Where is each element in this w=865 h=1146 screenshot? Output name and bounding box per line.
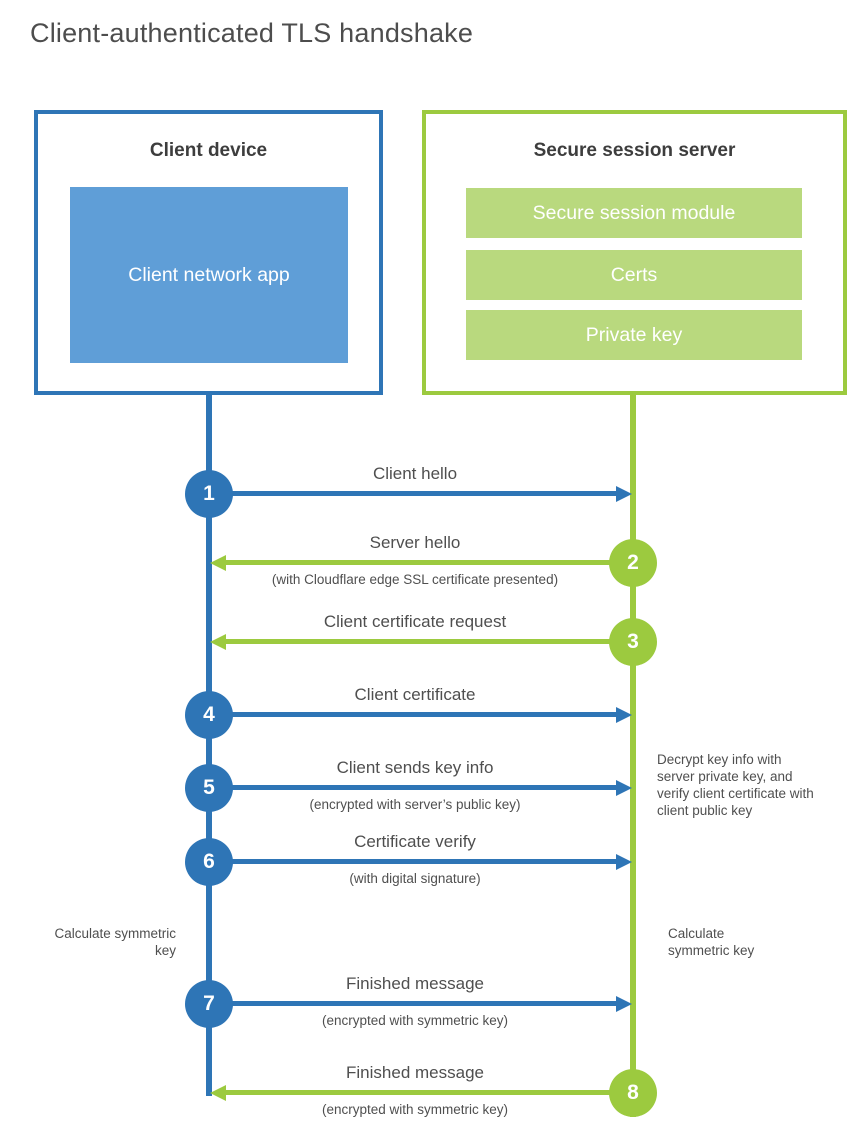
step-6-label: Certificate verify <box>354 832 476 851</box>
client-device-title: Client device <box>149 140 268 161</box>
step-7-arrowhead-icon <box>616 996 632 1012</box>
step-4-label: Client certificate <box>354 685 476 704</box>
step-7-label: Finished message <box>346 974 484 993</box>
step-1-arrowhead-icon <box>616 486 632 502</box>
step-3-circle: 3 <box>609 618 657 666</box>
client-network-app-label: Client network app <box>128 264 290 286</box>
client-lifeline <box>206 394 212 1096</box>
step-3-arrowhead-icon <box>210 634 226 650</box>
step-8-circle: 8 <box>609 1069 657 1117</box>
step-6-arrowhead-icon <box>616 854 632 870</box>
step-6-arrow <box>209 859 616 864</box>
step-8-arrow <box>226 1090 633 1095</box>
step-6-sublabel: (with digital signature) <box>349 871 481 886</box>
step-8-number: 8 <box>627 1081 639 1104</box>
calculate-symmetric-key-client: Calculate symmetric key <box>54 926 176 958</box>
step-6-number: 6 <box>203 850 215 873</box>
server-module-secure-session: Secure session module <box>466 188 802 238</box>
step-1-label: Client hello <box>372 464 458 483</box>
step-1-number: 1 <box>203 482 215 505</box>
secure-session-server-title: Secure session server <box>533 140 736 161</box>
step-1-circle: 1 <box>185 470 233 518</box>
step-6-circle: 6 <box>185 838 233 886</box>
step-8-sublabel: (encrypted with symmetric key) <box>321 1102 509 1117</box>
server-module-certs: Certs <box>466 250 802 300</box>
step-2-number: 2 <box>627 551 639 574</box>
step-3-label: Client certificate request <box>323 612 507 631</box>
decrypt-note: Decrypt key info with server private key… <box>657 752 814 818</box>
step-5-sublabel: (encrypted with server’s public key) <box>309 797 521 812</box>
step-4-arrowhead-icon <box>616 707 632 723</box>
step-1-arrow <box>209 491 616 496</box>
step-7-number: 7 <box>203 992 215 1015</box>
step-2-label: Server hello <box>369 533 461 552</box>
step-3-arrow <box>226 639 633 644</box>
server-lifeline <box>630 394 636 1117</box>
step-5-label: Client sends key info <box>336 758 494 777</box>
step-2-sublabel: (with Cloudflare edge SSL certificate pr… <box>271 572 559 587</box>
step-3-number: 3 <box>627 630 639 653</box>
step-5-circle: 5 <box>185 764 233 812</box>
step-2-arrow <box>226 560 633 565</box>
client-network-app-box: Client network app <box>70 187 348 363</box>
secure-session-server-box: Secure session server Secure session mod… <box>422 110 847 395</box>
step-2-arrowhead-icon <box>210 555 226 571</box>
client-device-box: Client device Client network app <box>34 110 383 395</box>
calculate-symmetric-key-server: Calculate symmetric key <box>668 926 755 958</box>
step-4-circle: 4 <box>185 691 233 739</box>
step-2-circle: 2 <box>609 539 657 587</box>
step-5-number: 5 <box>203 776 215 799</box>
step-4-arrow <box>209 712 616 717</box>
step-7-arrow <box>209 1001 616 1006</box>
step-5-arrowhead-icon <box>616 780 632 796</box>
server-module-private-key: Private key <box>466 310 802 360</box>
page-title: Client-authenticated TLS handshake <box>30 18 474 48</box>
step-7-circle: 7 <box>185 980 233 1028</box>
step-5-arrow <box>209 785 616 790</box>
step-8-arrowhead-icon <box>210 1085 226 1101</box>
step-7-sublabel: (encrypted with symmetric key) <box>321 1013 509 1028</box>
step-4-number: 4 <box>203 703 215 726</box>
step-8-label: Finished message <box>346 1063 484 1082</box>
